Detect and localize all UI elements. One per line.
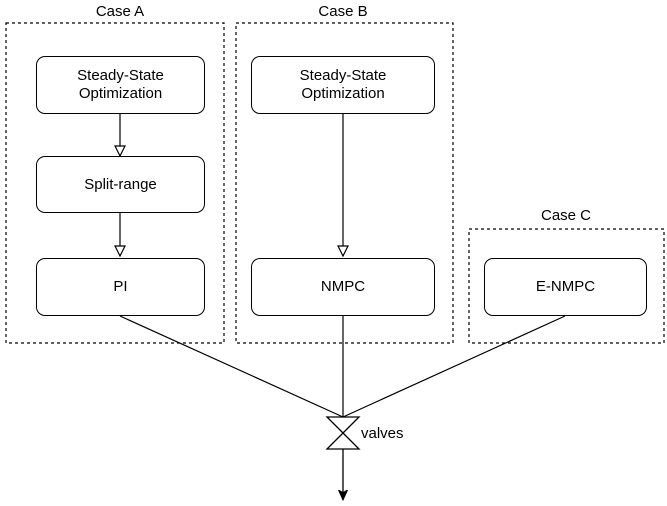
case-b-nmpc-block: NMPC [251,258,435,316]
case-c-label: Case C [540,207,592,224]
case-a-label: Case A [95,3,145,20]
case-c-enmpc-block: E-NMPC [484,258,647,316]
case-a-pi-block: PI [36,258,205,316]
line-pi-to-valve [119,315,344,418]
case-a-container [5,22,225,344]
case-b-container [235,22,454,344]
case-b-label: Case B [318,3,368,20]
valve-icon [325,416,361,450]
valves-label: valves [361,425,404,442]
case-a-split-range-block: Split-range [36,156,205,213]
case-c-container [468,228,665,344]
line-enmpc-to-valve [342,315,566,418]
case-a-steady-state-optimization-block: Steady-State Optimization [36,56,205,114]
case-b-steady-state-optimization-block: Steady-State Optimization [251,56,435,114]
